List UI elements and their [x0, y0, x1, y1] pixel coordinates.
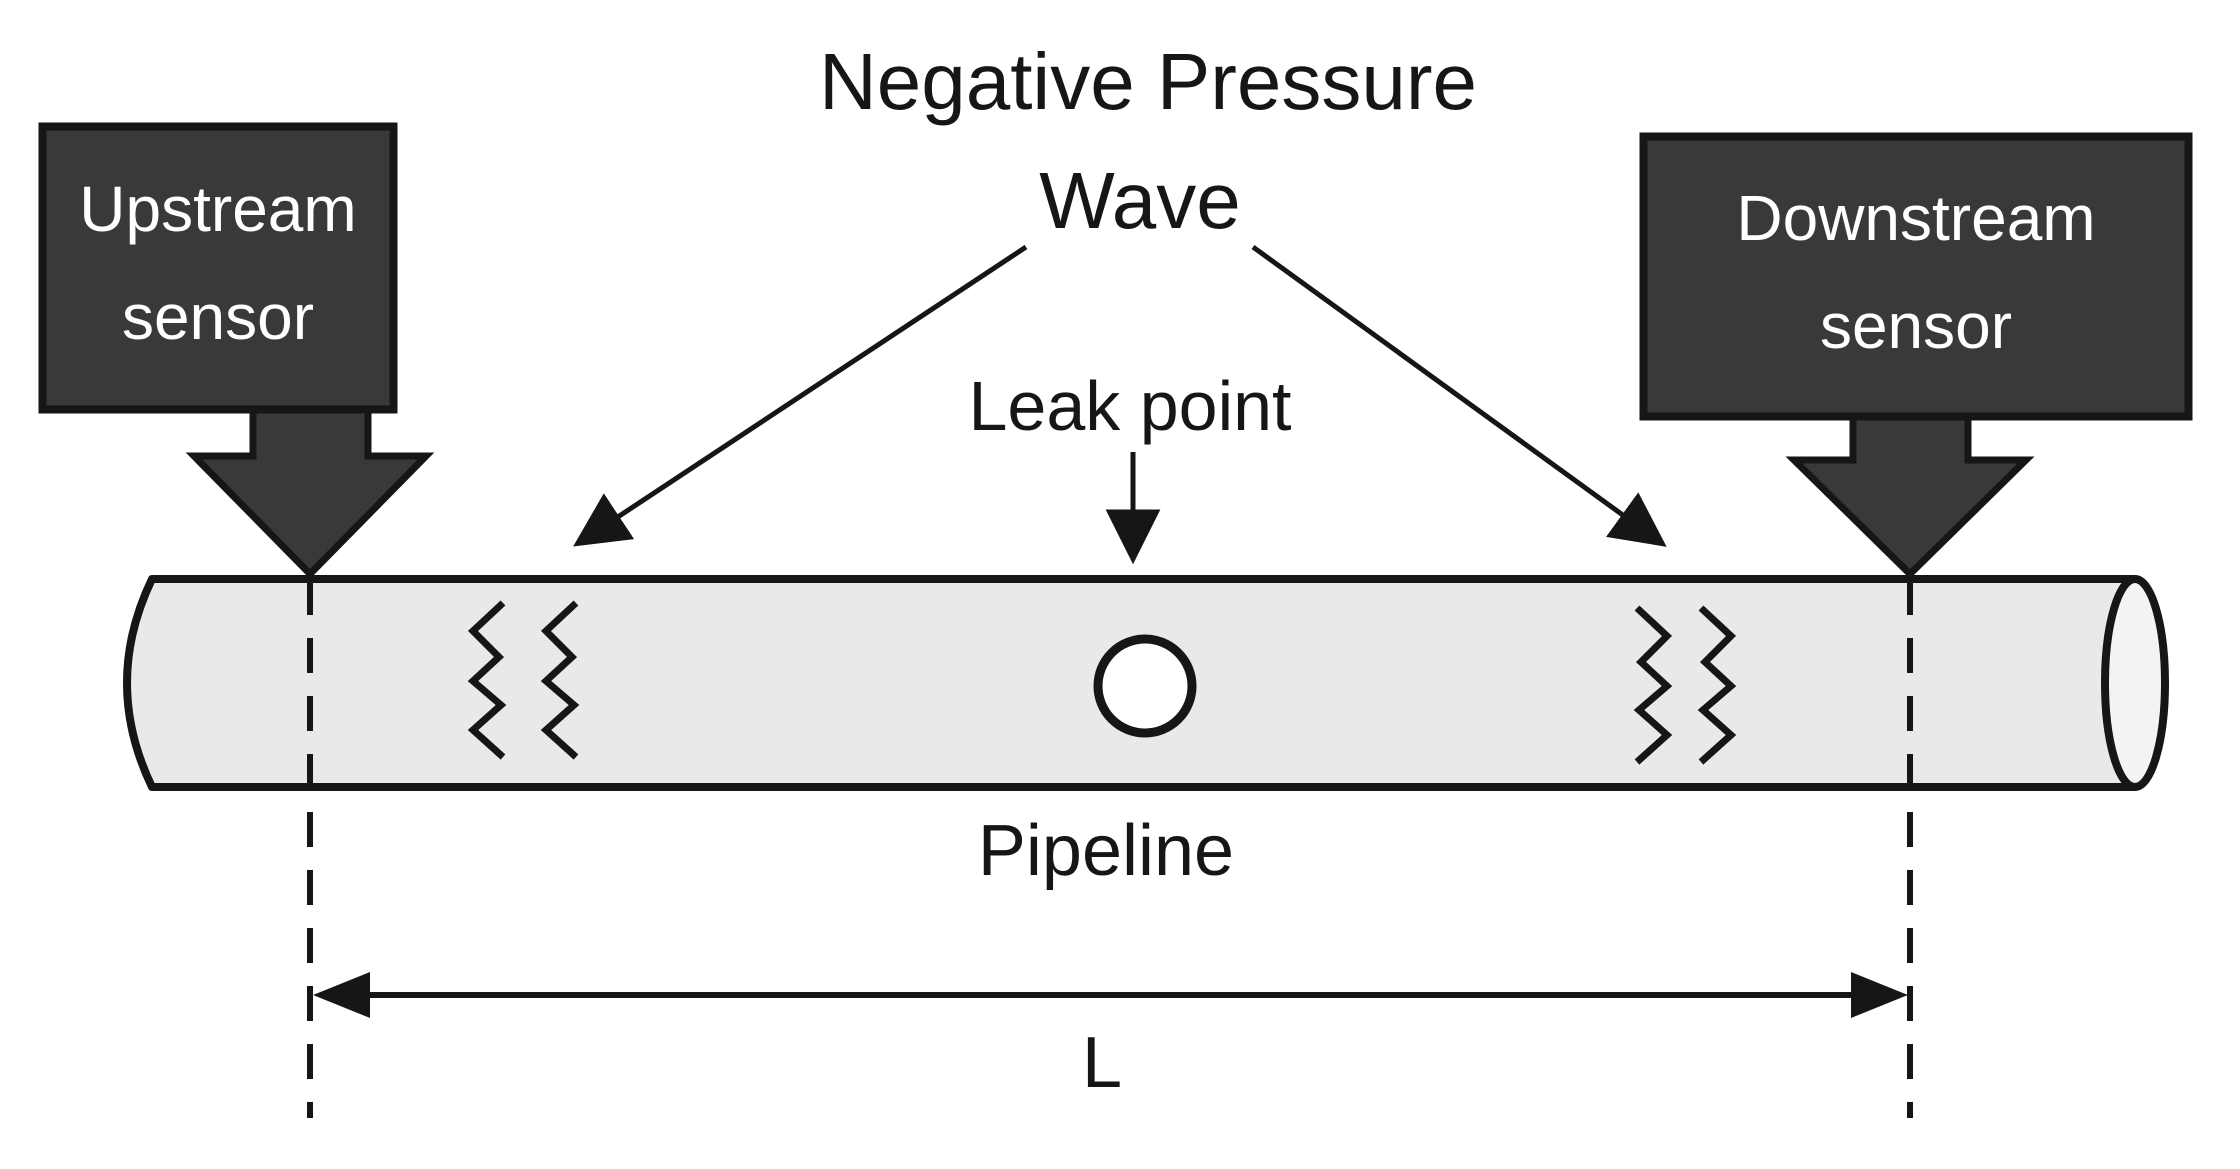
length-arrowhead-left-icon: [313, 972, 370, 1018]
downstream-sensor-label-line2: sensor: [1819, 290, 2013, 362]
upstream-sensor-box: [38, 122, 398, 414]
length-arrowhead-right-icon: [1851, 972, 1908, 1018]
pressure-wave-right-icon: [1633, 605, 1673, 765]
diagram-title-line1: Negative Pressure: [818, 37, 1478, 126]
npw-arrow-right: [1251, 244, 1667, 547]
upstream-sensor-pointer-icon: [185, 404, 435, 579]
leak-point-label: Leak point: [968, 367, 1292, 445]
leak-hole: [1093, 634, 1197, 738]
npw-arrow-left: [573, 244, 1028, 547]
diagram-title-line2: Wave: [1039, 156, 1241, 245]
pressure-wave-left-icon: [540, 600, 580, 760]
pipeline-end-cap: [2101, 575, 2169, 791]
downstream-sensor-label-line1: Downstream: [1736, 182, 2096, 254]
upstream-sensor-label-line1: Upstream: [79, 173, 357, 245]
upstream-sensor-label-line2: sensor: [121, 281, 315, 353]
pipeline-label: Pipeline: [977, 811, 1235, 891]
downstream-sensor-pointer-icon: [1785, 410, 2035, 579]
downstream-sensor-box: [1639, 132, 2193, 421]
length-label: L: [1081, 1023, 1123, 1103]
pressure-wave-left-icon: [467, 600, 507, 760]
pressure-wave-right-icon: [1697, 605, 1737, 765]
